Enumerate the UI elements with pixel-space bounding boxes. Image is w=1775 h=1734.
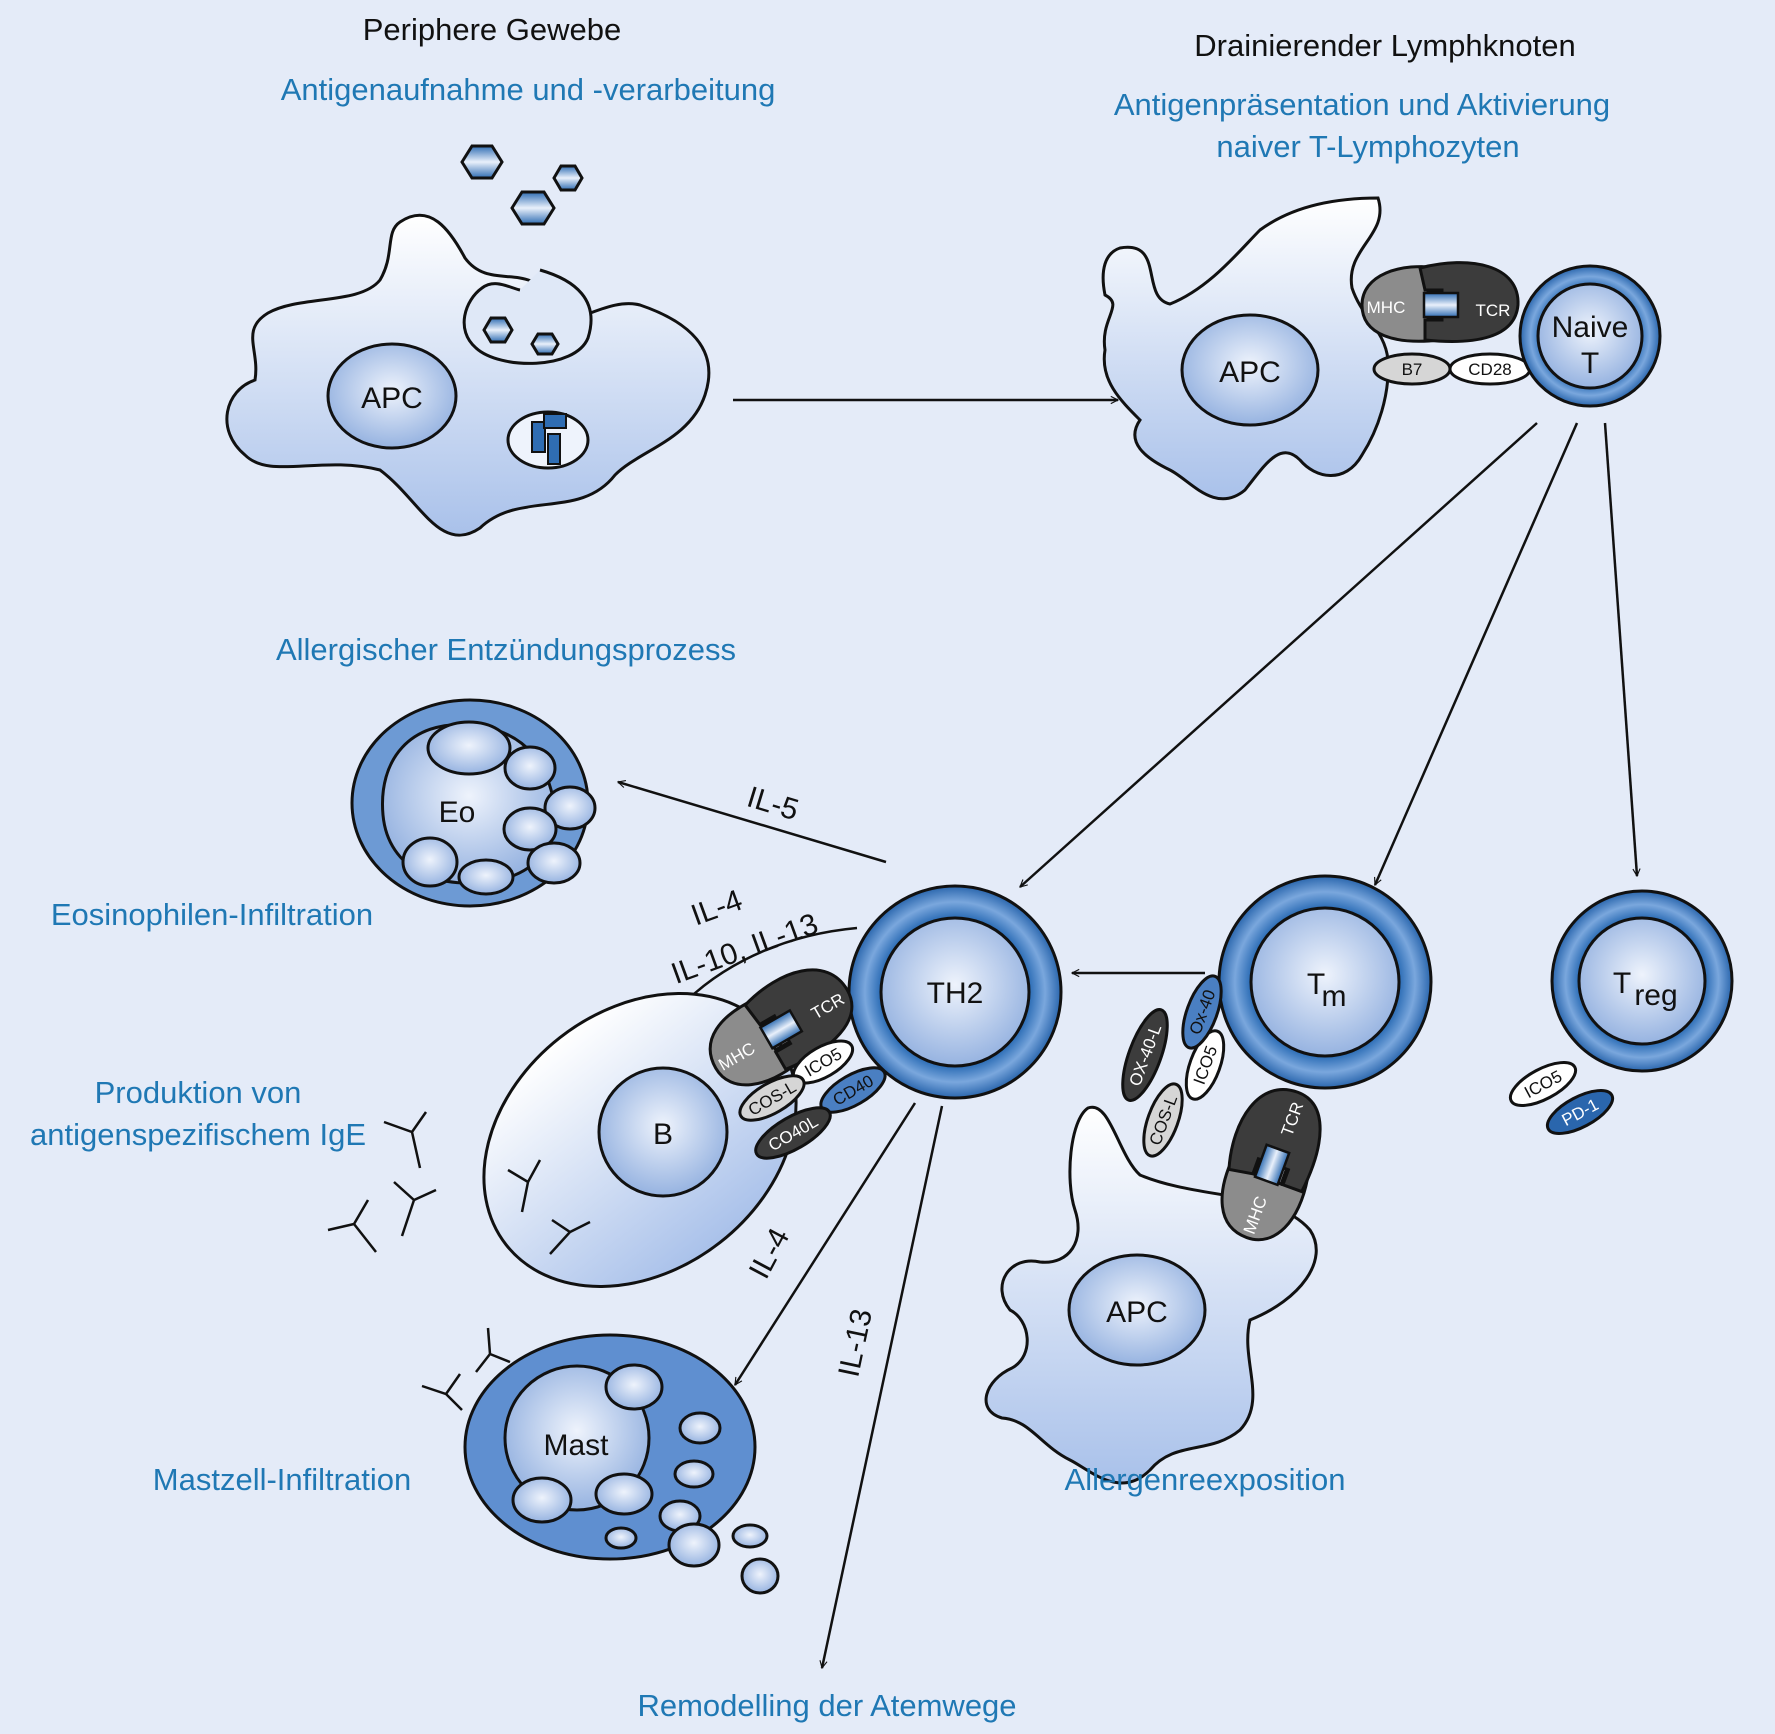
treg-label: T [1613,967,1631,1000]
th2-label: TH2 [927,977,984,1010]
cytokine-il13: IL-13 [832,1306,878,1380]
antigen-hexagon [510,190,556,226]
granule [678,1411,722,1445]
tcr-label: TCR [1476,301,1511,320]
heading-lymph-sub-1: Antigenpräsentation und Aktivierung [1114,87,1610,122]
ige-antibody [421,1373,463,1411]
treg-nucleus [1577,916,1707,1046]
ige-antibodies-internal [507,1159,591,1255]
granule [502,806,558,852]
b7-label: B7 [1402,360,1423,379]
cd28-label: CD28 [1468,360,1511,379]
eosinophil-granules [401,720,597,896]
arrow-naive-to-th2 [1020,422,1538,888]
naive-t-nucleus [1536,282,1644,390]
cytokine-il4-top: IL-4 [687,884,747,933]
granule [543,785,597,831]
granule [457,858,515,896]
apc-reexposure-nucleus [1067,1253,1207,1367]
arrow-il13-remodel [822,1105,944,1668]
ige-antibodies-free [327,1111,437,1253]
heading-allergic: Allergischer Entzündungsprozess [276,632,736,667]
b-cell-label: B [653,1118,673,1151]
apc-lymph-nucleus [1180,313,1320,427]
granule [401,836,459,888]
granule [511,1476,573,1524]
memory-t-nucleus [1249,906,1401,1058]
naive-t-label-2: T [1581,347,1599,380]
ige-antibody [327,1199,377,1253]
cytokine-il5: IL-5 [743,781,802,828]
ico5-molecule: ICO5 [1184,1029,1226,1101]
heading-lymph-sub-2: naiver T-Lymphozyten [1216,129,1519,164]
outcome-reexposure: Allergenreexposition [1065,1462,1346,1497]
antigen-hexagon [530,332,560,356]
eosinophil-label: Eo [439,796,476,829]
antigen-hexagon [460,144,504,180]
ox40-molecule: Ox-40 [1181,974,1223,1050]
granule [673,1459,715,1489]
peptide-fragment [531,421,546,453]
granule [731,1523,769,1549]
peptide-antigen [1253,1143,1291,1187]
apc-peripheral-nucleus [326,342,458,450]
arrow-naive-to-treg [1603,422,1637,876]
ige-antibody [549,1218,591,1255]
outcome-ige-2: antigenspezifischem IgE [30,1117,366,1152]
ige-antibodies-mast [421,1327,511,1411]
arrow-il4-mast [733,1102,917,1385]
peptide-fragment [547,433,561,465]
apc-reexposure-label: APC [1106,1296,1168,1329]
granule [667,1522,721,1568]
naive-t-label-1: Naive [1552,311,1629,344]
apc-peripheral-label: APC [361,382,423,415]
outcome-mast: Mastzell-Infiltration [153,1462,411,1497]
tcr-molecule [1227,1088,1322,1194]
ige-antibody [507,1159,542,1213]
ige-antibody [383,1111,428,1169]
apc-lymph-label: APC [1219,356,1281,389]
peptide-antigen [1422,291,1460,319]
antigen-hexagons [460,144,584,226]
ico5-molecule: ICO5 [791,1039,855,1085]
granule [604,1526,638,1550]
granule [426,720,512,776]
cytokine-il4-mast: IL-4 [743,1223,796,1284]
antigen-hexagon [482,316,514,344]
apc-peripheral-body [225,213,711,537]
peptide-fragment [543,413,567,429]
memory-t-label-sub: m [1322,980,1347,1013]
granule [740,1557,780,1595]
outcome-remodel: Remodelling der Atemwege [637,1688,1016,1723]
granule [526,841,582,885]
memory-t-label: T [1307,968,1325,1001]
heading-lymph: Drainierender Lymphknoten [1194,28,1575,63]
granule [594,1472,654,1516]
outcome-ige-1: Produktion von [95,1075,302,1110]
heading-peripheral-sub: Antigenaufnahme und -verarbeitung [281,72,776,107]
granule [604,1363,664,1411]
arrow-il5 [618,782,887,864]
arrow-naive-to-tm [1373,422,1579,885]
ige-antibody [393,1181,437,1237]
th2-nucleus [879,916,1031,1068]
outcome-eosinophil: Eosinophilen-Infiltration [51,897,373,932]
granule [503,745,557,791]
antigen-hexagon [552,164,584,192]
peptide-antigen [758,1008,804,1050]
tcr-molecule [1418,261,1520,343]
treg-label-sub: reg [1634,979,1677,1012]
mast-cell-granules [511,1363,780,1595]
mhc-label: MHC [1367,298,1406,317]
ige-antibody [475,1327,511,1373]
heading-peripheral: Periphere Gewebe [363,12,622,47]
mast-cell-label: Mast [543,1429,609,1462]
b-cell-nucleus [597,1066,729,1198]
tm-apc-synapse: MHC TCR [1220,1088,1322,1242]
